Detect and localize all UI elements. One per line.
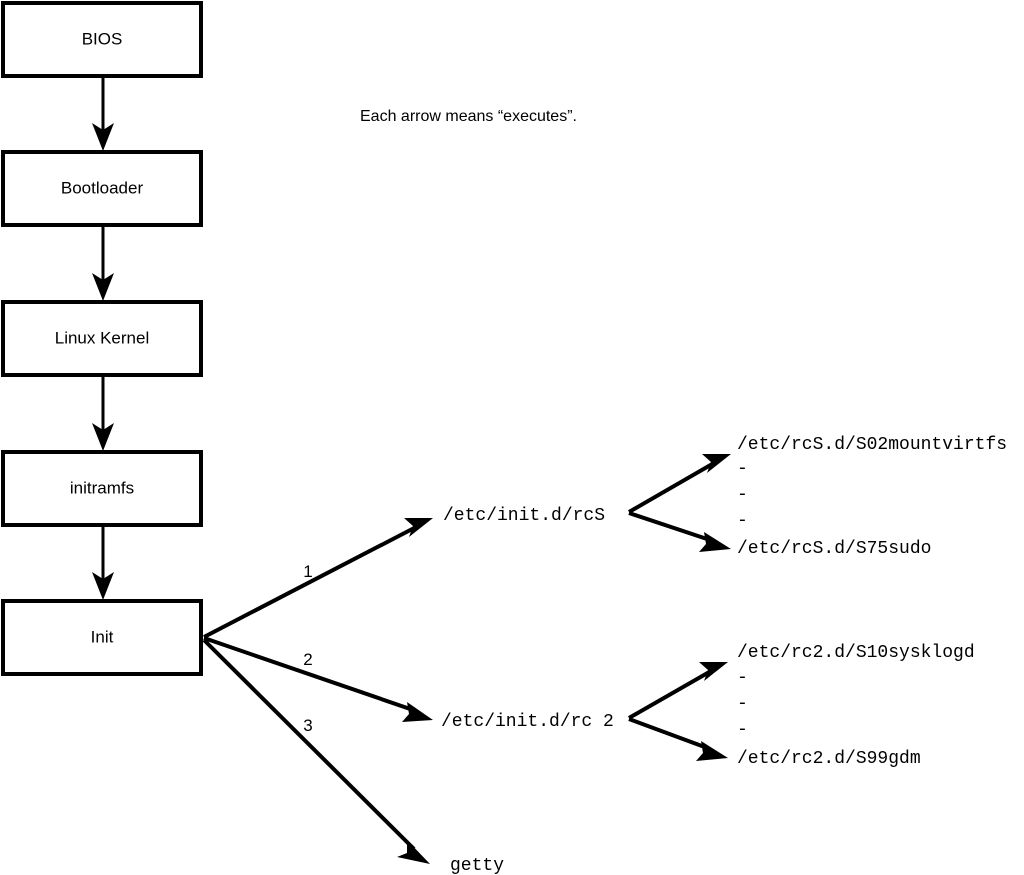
node-init-rect [1, 599, 203, 676]
label-rcs-ellipsis-3: - [737, 511, 748, 531]
label-rcs-ellipsis-1: - [737, 459, 748, 479]
arrow-rcs-to-last-script [628, 511, 731, 552]
node-linux-kernel-label: Linux Kernel [55, 328, 150, 347]
label-rcs-last-script: /etc/rcS.d/S75sudo [737, 539, 931, 559]
label-rc2-ellipsis-2: - [737, 694, 748, 714]
node-linux-kernel[interactable]: Linux Kernel [1, 300, 203, 377]
node-bios[interactable]: BIOS [1, 1, 203, 78]
label-rc2-first-script: /etc/rc2.d/S10sysklogd [737, 643, 975, 663]
node-bios-rect [1, 1, 203, 78]
diagram-caption: Each arrow means “executes”. [360, 108, 577, 125]
label-init-d-rcs: /etc/init.d/rcS [443, 506, 605, 526]
arrow-initramfs-to-init [92, 525, 114, 600]
label-init-d-rc2: /etc/init.d/rc 2 [441, 712, 614, 732]
label-rcs-ellipsis-2: - [737, 485, 748, 505]
node-initramfs[interactable]: initramfs [1, 450, 203, 527]
arrow-bootloader-to-kernel [92, 225, 114, 301]
arrow-rc2-to-first-script [628, 662, 728, 720]
label-rcs-first-script: /etc/rcS.d/S02mountvirtfs [737, 435, 1007, 455]
arrow-init-branch-3 [202, 638, 430, 864]
node-initramfs-label: initramfs [70, 478, 134, 497]
arrow-bios-to-bootloader [92, 76, 114, 151]
arrow-rc2-to-last-script [628, 717, 728, 761]
edge-label-1: 1 [303, 562, 312, 581]
arrow-kernel-to-initramfs [92, 375, 114, 451]
node-init-label: Init [91, 627, 114, 646]
label-rc2-ellipsis-1: - [737, 668, 748, 688]
edge-label-2: 2 [303, 650, 312, 669]
node-initramfs-rect [1, 450, 203, 527]
arrow-rcs-to-first-script [628, 454, 731, 514]
arrow-init-branch-2 [203, 636, 433, 722]
node-bios-label: BIOS [82, 29, 123, 48]
label-rc2-last-script: /etc/rc2.d/S99gdm [737, 749, 921, 769]
label-rc2-ellipsis-3: - [737, 720, 748, 740]
arrow-init-branch-1 [203, 518, 433, 639]
node-bootloader-label: Bootloader [61, 178, 144, 197]
label-getty: getty [450, 856, 504, 875]
edge-label-3: 3 [303, 716, 312, 735]
node-bootloader[interactable]: Bootloader [1, 150, 203, 227]
node-init[interactable]: Init [1, 599, 203, 676]
